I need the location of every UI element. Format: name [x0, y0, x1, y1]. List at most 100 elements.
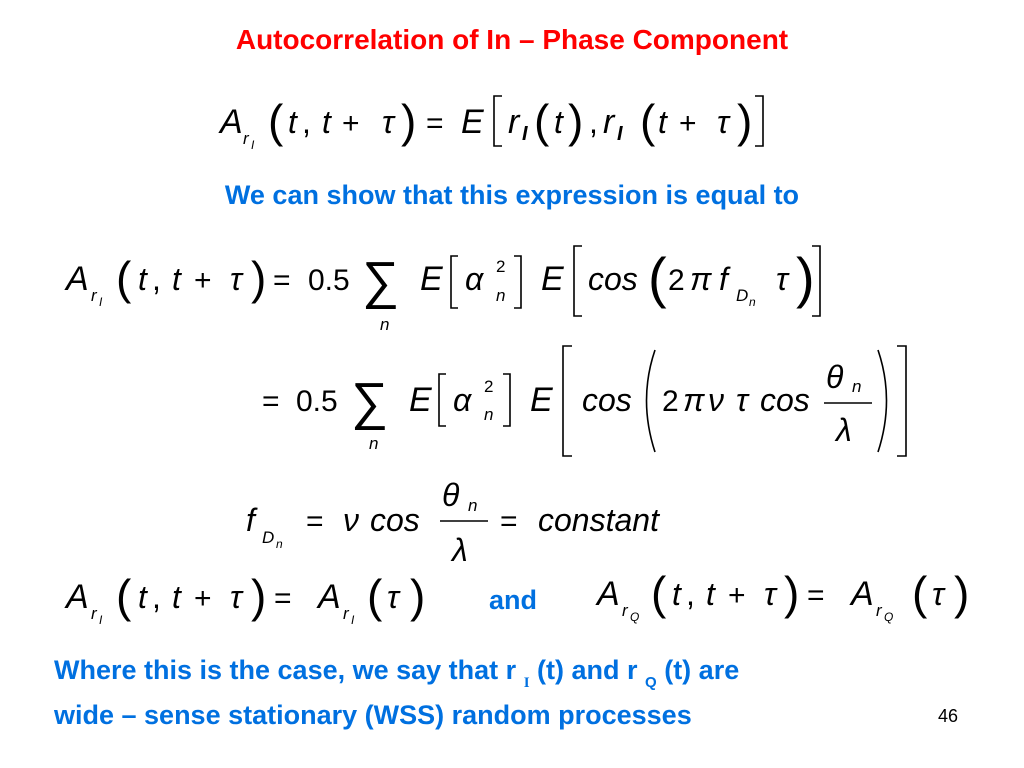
- eq5a-equals: =: [274, 582, 292, 615]
- eq1-rparen2: ): [568, 95, 583, 147]
- eq1-t: t: [288, 104, 298, 140]
- equation-expansion: A r I ( t , t + τ ) = 0.5 ∑ n E α 2 n E …: [64, 245, 821, 334]
- eq5a-t: t: [138, 579, 148, 615]
- eq3-rparen-large: [877, 349, 888, 453]
- eq2-sub-n: n: [749, 295, 756, 309]
- eq3-half: 0.5: [296, 385, 338, 418]
- equation-wss-quadrature: A r Q ( t , t + τ ) = A r Q ( τ ): [595, 567, 969, 624]
- conclusion-line2: wide – sense stationary (WSS) random pro…: [54, 700, 692, 730]
- eq2-alpha: α: [465, 261, 484, 297]
- eq5b-rparen: ): [784, 567, 799, 619]
- eq1-tau2: τ: [717, 104, 731, 140]
- eq5a-tau2: τ: [387, 579, 401, 615]
- eq2-half: 0.5: [308, 264, 350, 297]
- eq2-lparen2: (: [648, 246, 667, 309]
- conclusion-sub-i: I: [523, 675, 530, 691]
- eq5a-sub-r: r: [91, 604, 98, 623]
- eq2-pi: π: [690, 261, 712, 297]
- eq1-t4: t: [658, 104, 668, 140]
- conclusion-part3: (t) are: [656, 655, 740, 685]
- eq1-r2: r: [603, 103, 616, 141]
- eq5a-lparen2: (: [367, 570, 383, 622]
- eq4-equals2: =: [500, 505, 518, 538]
- eq1-equals: =: [426, 107, 444, 140]
- eq2-alpha-sub: n: [496, 286, 505, 305]
- eq3-nu: ν: [708, 382, 724, 418]
- eq5b-A: A: [595, 575, 620, 613]
- eq3-sum-index: n: [369, 434, 378, 453]
- eq3-E2: E: [530, 381, 553, 419]
- eq2-rbracket2: [812, 245, 821, 317]
- eq1-t3: t: [554, 104, 564, 140]
- eq4-cos: cos: [370, 502, 420, 538]
- eq3-alpha-sq: 2: [484, 377, 493, 396]
- intro-text: We can show that this expression is equa…: [224, 180, 800, 210]
- eq2-sub-D: D: [736, 286, 748, 305]
- eq2-lparen: (: [116, 252, 132, 304]
- eq2-rparen2: ): [796, 246, 815, 309]
- page-number: 46: [938, 706, 959, 726]
- eq3-lbracket: [438, 373, 446, 427]
- eq5b-sub-r: r: [622, 601, 629, 620]
- eq5b-sub-Q: Q: [630, 610, 639, 624]
- eq5b-t: t: [672, 576, 682, 612]
- eq5b-equals: =: [807, 579, 825, 612]
- eq1-A: A: [218, 103, 243, 141]
- eq1-tau: τ: [382, 104, 396, 140]
- eq1-sub-I: I: [251, 138, 255, 152]
- eq1-lparen2: (: [534, 95, 550, 147]
- equation-doppler-form: = 0.5 ∑ n E α 2 n E cos 2 π ν τ cos θ n …: [262, 345, 907, 457]
- eq1-t2: t: [322, 104, 332, 140]
- eq1-plus: +: [342, 107, 360, 140]
- and-label: and: [489, 585, 538, 615]
- eq2-sub-I: I: [99, 295, 103, 309]
- eq2-equals: =: [273, 264, 291, 297]
- eq3-cos: cos: [582, 382, 632, 418]
- eq1-rparen3: ): [737, 95, 752, 147]
- equation-definition: A r I ( t , t + τ ) = E r I ( t ) , r I …: [218, 95, 764, 152]
- eq3-lambda: λ: [834, 412, 852, 448]
- eq3-equals: =: [262, 385, 280, 418]
- eq5b-tau2: τ: [932, 576, 946, 612]
- eq3-alpha-sub: n: [484, 405, 493, 424]
- equation-doppler-constant: f D n = ν cos θ n λ = constant: [246, 477, 660, 568]
- eq3-theta: θ: [826, 359, 844, 395]
- eq2-rbracket: [514, 255, 522, 309]
- eq2-rparen: ): [251, 252, 266, 304]
- eq4-equals: =: [306, 505, 324, 538]
- eq5b-rparen2: ): [954, 567, 969, 619]
- eq3-rbracket2: [897, 345, 907, 457]
- eq3-two: 2: [662, 385, 679, 418]
- eq4-lambda: λ: [450, 532, 468, 568]
- eq1-lbracket: [493, 95, 502, 147]
- eq2-lbracket2: [573, 245, 582, 317]
- eq1-r: r: [508, 103, 521, 141]
- eq1-sub-r: r: [243, 129, 250, 148]
- eq3-alpha: α: [453, 382, 472, 418]
- eq5b-sub-r2: r: [876, 601, 883, 620]
- eq4-nu: ν: [343, 502, 359, 538]
- eq2-sum-index: n: [380, 315, 389, 334]
- eq2-tau2: τ: [776, 261, 790, 297]
- eq2-f: f: [719, 261, 731, 297]
- conclusion-part1: Where this is the case, we say that r: [54, 655, 524, 685]
- eq3-lparen-large: [645, 349, 656, 453]
- eq3-theta-sub: n: [852, 377, 861, 396]
- conclusion-text: Where this is the case, we say that r I …: [54, 650, 954, 735]
- eq3-tau: τ: [736, 382, 750, 418]
- eq2-two: 2: [668, 264, 685, 297]
- eq4-sub-n: n: [276, 537, 283, 551]
- eq1-comma2: ,: [589, 104, 598, 140]
- eq5a-comma: ,: [152, 579, 161, 615]
- eq2-lbracket: [450, 255, 458, 309]
- eq5b-comma: ,: [686, 576, 695, 612]
- eq5a-rparen2: ): [410, 570, 425, 622]
- eq1-sub-I-bold2: I: [617, 123, 623, 145]
- eq1-sub-I-bold: I: [522, 123, 528, 145]
- eq5b-plus: +: [728, 579, 746, 612]
- eq4-constant: constant: [538, 502, 660, 538]
- eq1-rbracket: [755, 95, 764, 147]
- slide-title: Autocorrelation of In – Phase Component: [235, 24, 789, 55]
- eq3-pi: π: [683, 382, 705, 418]
